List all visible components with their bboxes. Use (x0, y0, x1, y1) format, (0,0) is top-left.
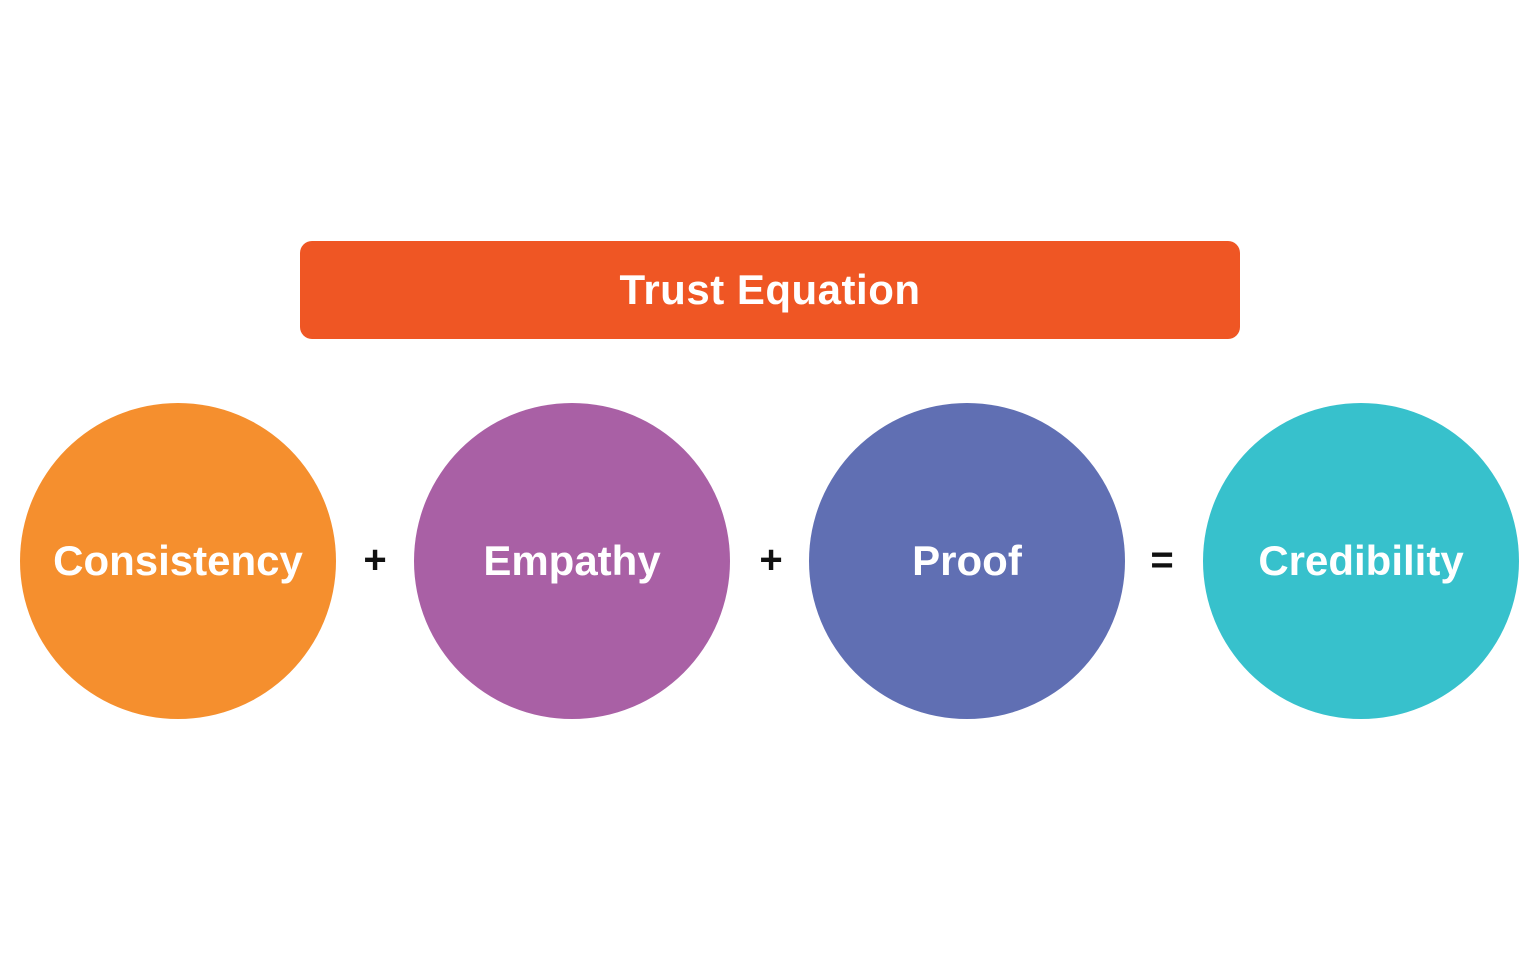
title-banner: Trust Equation (300, 241, 1240, 339)
plus-operator-2: + (759, 537, 783, 582)
plus-operator-1: + (363, 537, 387, 582)
equals-operator: = (1150, 537, 1174, 582)
credibility-circle: Credibility (1203, 403, 1519, 719)
consistency-label: Consistency (53, 537, 303, 584)
credibility-label: Credibility (1258, 537, 1464, 584)
proof-label: Proof (912, 537, 1022, 584)
empathy-label: Empathy (483, 537, 661, 584)
consistency-circle: Consistency (20, 403, 336, 719)
empathy-circle: Empathy (414, 403, 730, 719)
proof-circle: Proof (809, 403, 1125, 719)
title-text: Trust Equation (619, 266, 921, 313)
